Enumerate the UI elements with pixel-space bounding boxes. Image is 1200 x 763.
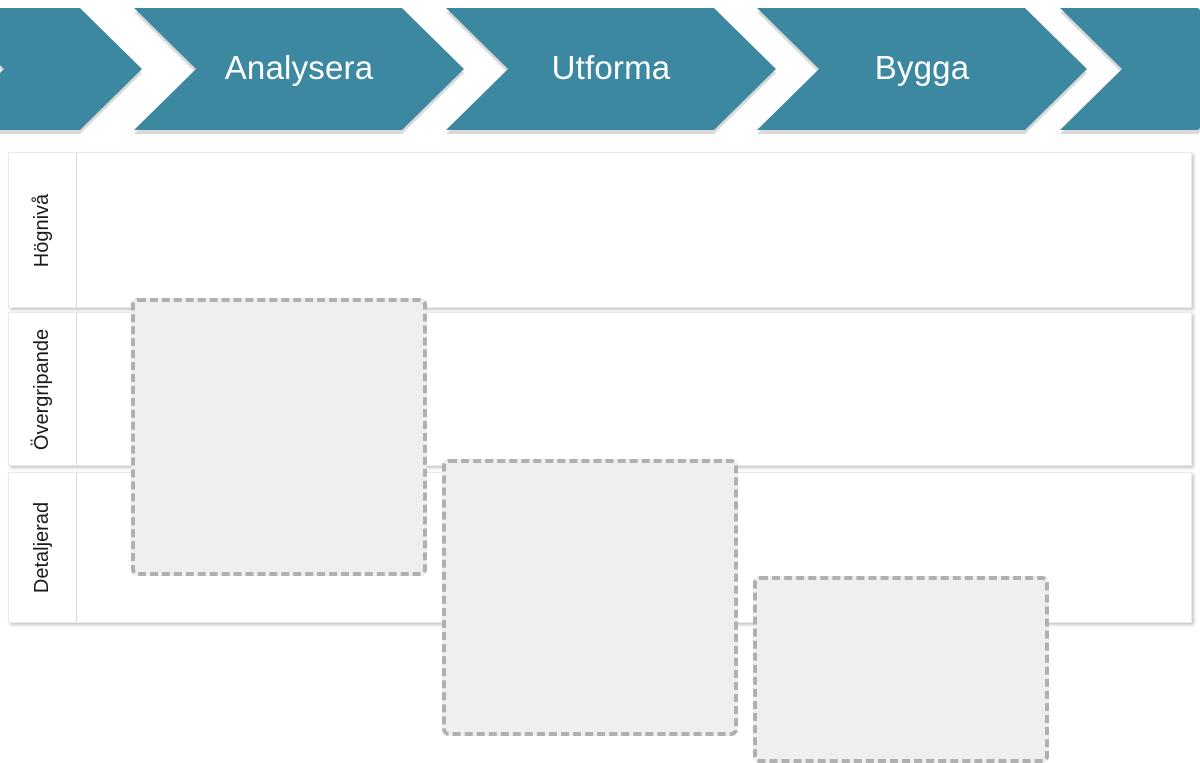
lane-label-overgripande: Övergripande — [31, 328, 53, 450]
phase-box-analysera[interactable] — [131, 298, 427, 576]
lane-label-detaljerad: Detaljerad — [31, 501, 54, 594]
lane-row-hognniva: Högnivå — [8, 152, 1192, 308]
chevron-phase-bygga[interactable]: Bygga — [757, 8, 1087, 130]
chevron-label-analysera: Analysera — [224, 49, 374, 86]
lane-label-cell-detaljerad: Detaljerad — [9, 473, 77, 622]
maturity-lane-grid: Högnivå Övergripande Detaljerad — [0, 140, 1200, 763]
phase-box-utforma[interactable] — [442, 459, 738, 736]
chevron-phase-analysera[interactable]: Analysera — [134, 8, 464, 130]
lane-label-cell-overgripande: Övergripande — [9, 313, 77, 465]
chevron-label-utforma: Utforma — [551, 49, 671, 86]
phase-box-bygga[interactable] — [753, 576, 1049, 763]
chevron-phase-utforma[interactable]: Utforma — [446, 8, 776, 130]
lane-label-cell-hognniva: Högnivå — [9, 153, 77, 307]
chevron-label-bygga: Bygga — [874, 49, 970, 86]
process-phase-chevron-band: Analysera Utforma Bygga — [0, 0, 1200, 140]
lane-label-hognniva: Högnivå — [31, 193, 54, 267]
chevron-phase-0-partial[interactable] — [0, 8, 142, 130]
